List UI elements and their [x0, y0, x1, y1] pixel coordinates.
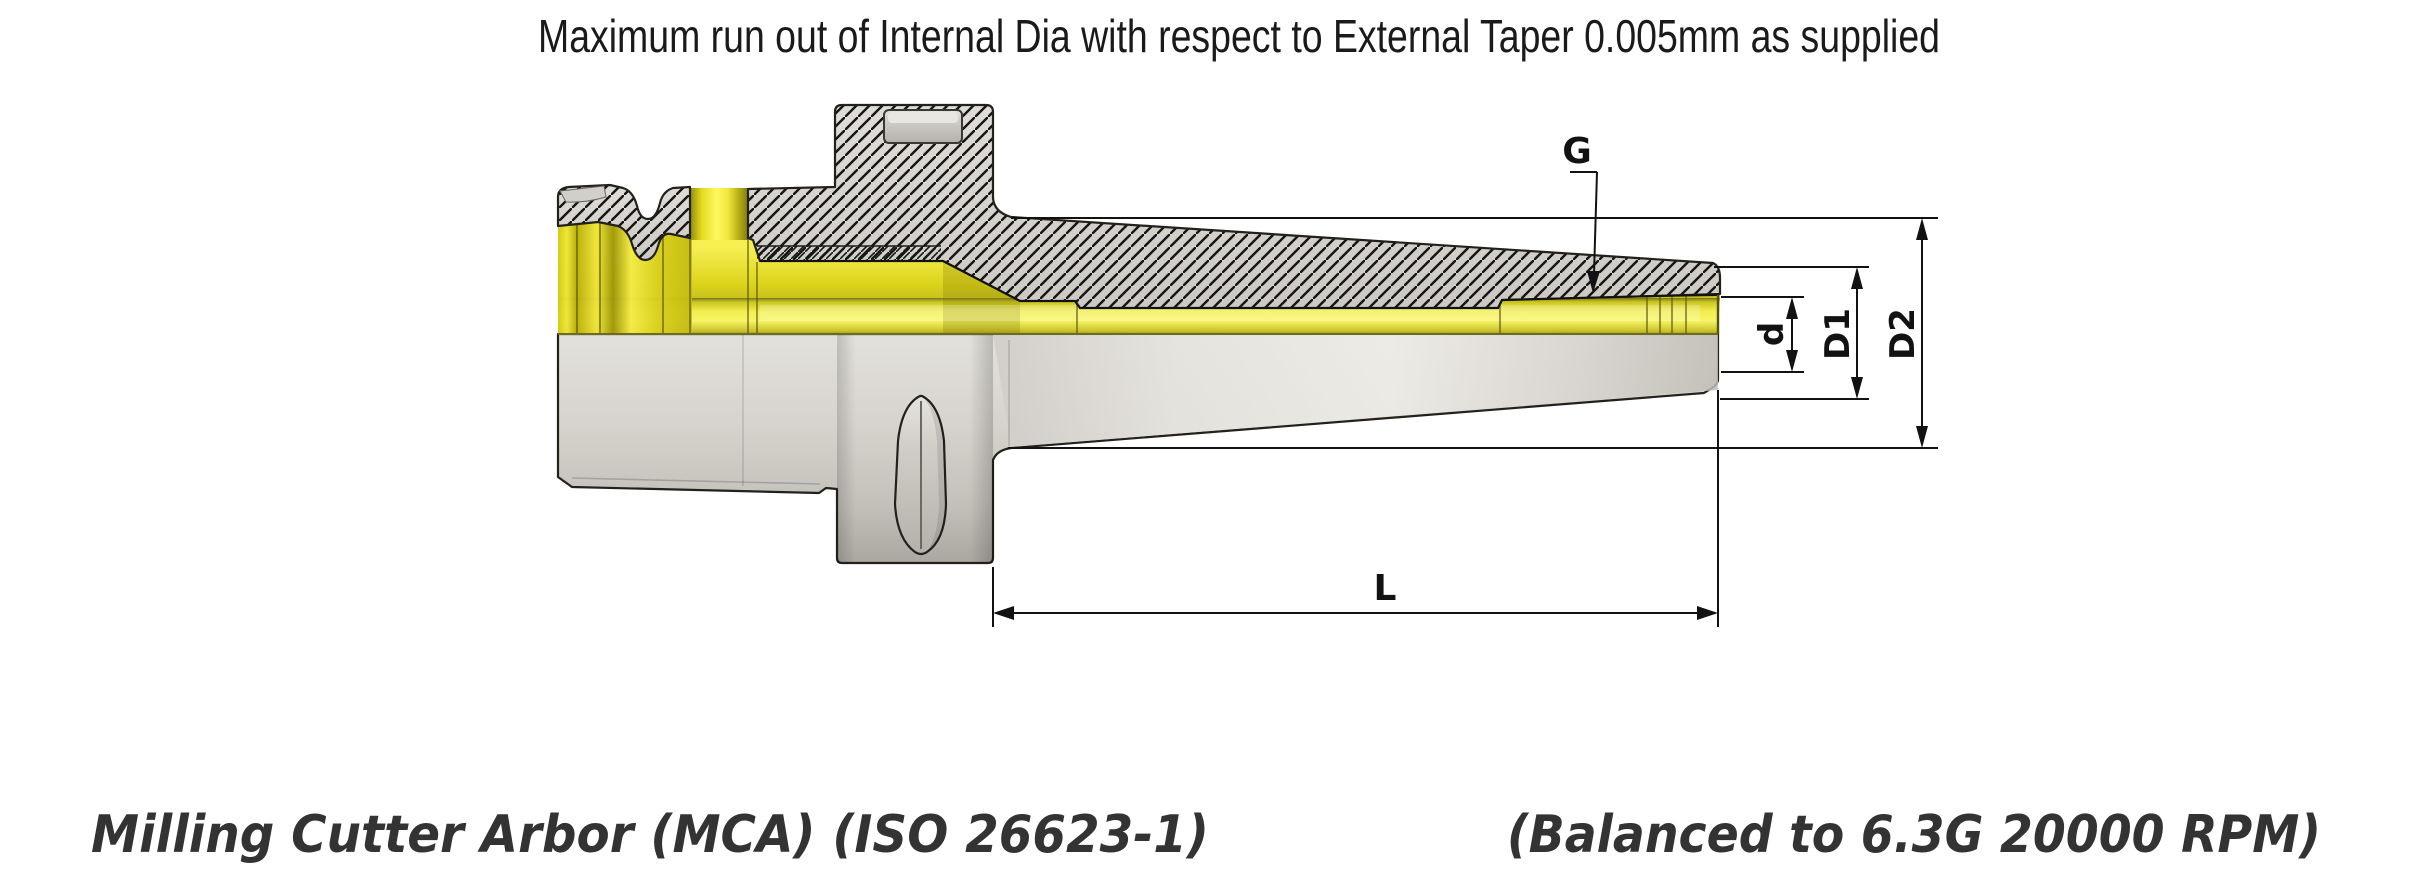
label-D1: D1	[1818, 308, 1858, 360]
bore-cone-step	[943, 261, 1020, 334]
section-hatch-left-shell	[556, 183, 692, 262]
label-D2: D2	[1883, 308, 1923, 360]
body-chamfer-edge	[571, 477, 821, 485]
dimension-L: L	[992, 390, 1719, 627]
dimension-D1: D1	[1714, 266, 1869, 400]
pilot-thread-rings	[1076, 296, 1687, 334]
caption-bottom-right: (Balanced to 6.3G 20000 RPM)	[1507, 805, 2321, 865]
dimension-d: d	[1721, 296, 1804, 373]
label-L: L	[1374, 568, 1397, 609]
label-d: d	[1752, 322, 1792, 346]
arbor-exterior-lower-half	[556, 332, 1720, 565]
section-hatch-main-body	[746, 103, 1722, 310]
dimension-annotations: D2 D1 d L	[992, 131, 1938, 627]
caption-top: Maximum run out of Internal Dia with res…	[538, 10, 1940, 62]
thin-wall-fine-hatch	[757, 246, 941, 261]
caption-bottom-left: Milling Cutter Arbor (MCA) (ISO 26623-1)	[91, 805, 1209, 865]
dimension-G: G	[1562, 131, 1600, 293]
flange-drive-slot	[893, 394, 948, 556]
drive-slot-shadow	[922, 396, 946, 552]
flange-keyway-slot	[883, 109, 963, 144]
coolant-hole	[690, 183, 748, 240]
taper-rim-face	[559, 185, 607, 203]
label-G: G	[1562, 131, 1592, 172]
taper-shading	[993, 334, 1718, 447]
dimension-D2: D2	[1008, 217, 1938, 449]
bore-top-outline	[760, 260, 1718, 309]
